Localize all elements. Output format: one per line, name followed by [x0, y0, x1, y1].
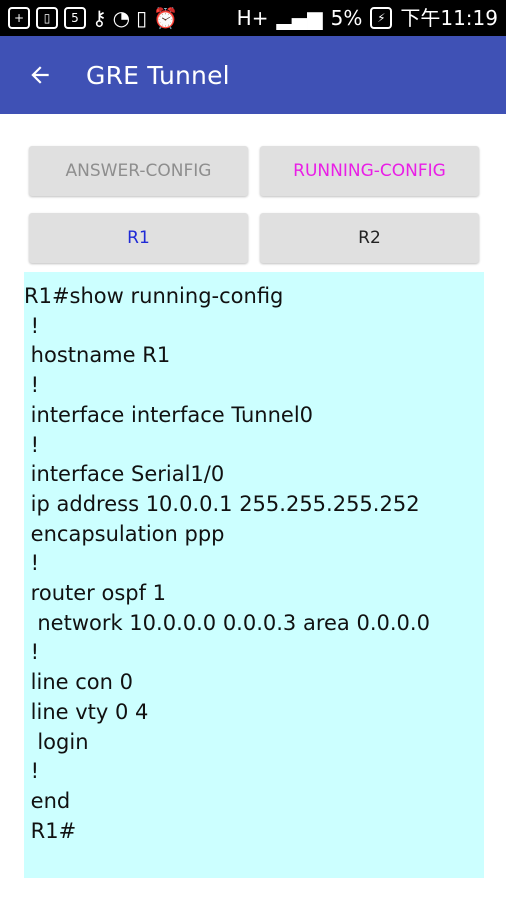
- sim-icon: ▯: [36, 7, 58, 29]
- battery-charging-icon: ⚡: [370, 7, 393, 29]
- back-button[interactable]: [12, 47, 68, 103]
- status-right: H+ ▂▄▆ 5% ⚡ 下午11:19: [237, 7, 498, 29]
- network-type: H+: [236, 6, 269, 30]
- keyhole-icon: ⚷: [92, 6, 107, 30]
- answer-config-button[interactable]: ANSWER-CONFIG: [29, 146, 248, 196]
- running-config-button[interactable]: RUNNING-CONFIG: [260, 146, 479, 196]
- notification-5-icon: 5: [64, 7, 86, 29]
- main-content: ANSWER-CONFIG RUNNING-CONFIG R1 R2 R1#sh…: [0, 114, 506, 900]
- add-box-icon: +: [8, 7, 30, 29]
- battery-percent: 5%: [330, 6, 363, 30]
- status-left-icons: + ▯ 5 ⚷ ◔ ▯ ⏰: [8, 7, 178, 29]
- wifi-icon: ◔: [112, 6, 131, 30]
- config-panel: R1#show running-config ! hostname R1 ! i…: [24, 272, 484, 878]
- clock: 下午11:19: [400, 6, 498, 30]
- signal-icon: ▂▄▆: [276, 6, 323, 30]
- arrow-back-icon: [31, 66, 49, 84]
- page-title: GRE Tunnel: [86, 60, 230, 90]
- r2-button[interactable]: R2: [260, 213, 479, 263]
- app-bar: GRE Tunnel: [0, 36, 506, 114]
- r1-button[interactable]: R1: [29, 213, 248, 263]
- vibrate-icon: ▯: [136, 6, 148, 30]
- running-config-text: R1#show running-config ! hostname R1 ! i…: [24, 284, 430, 843]
- alarm-icon: ⏰: [153, 6, 179, 30]
- status-bar: + ▯ 5 ⚷ ◔ ▯ ⏰ H+ ▂▄▆ 5% ⚡ 下午11:19: [0, 0, 506, 36]
